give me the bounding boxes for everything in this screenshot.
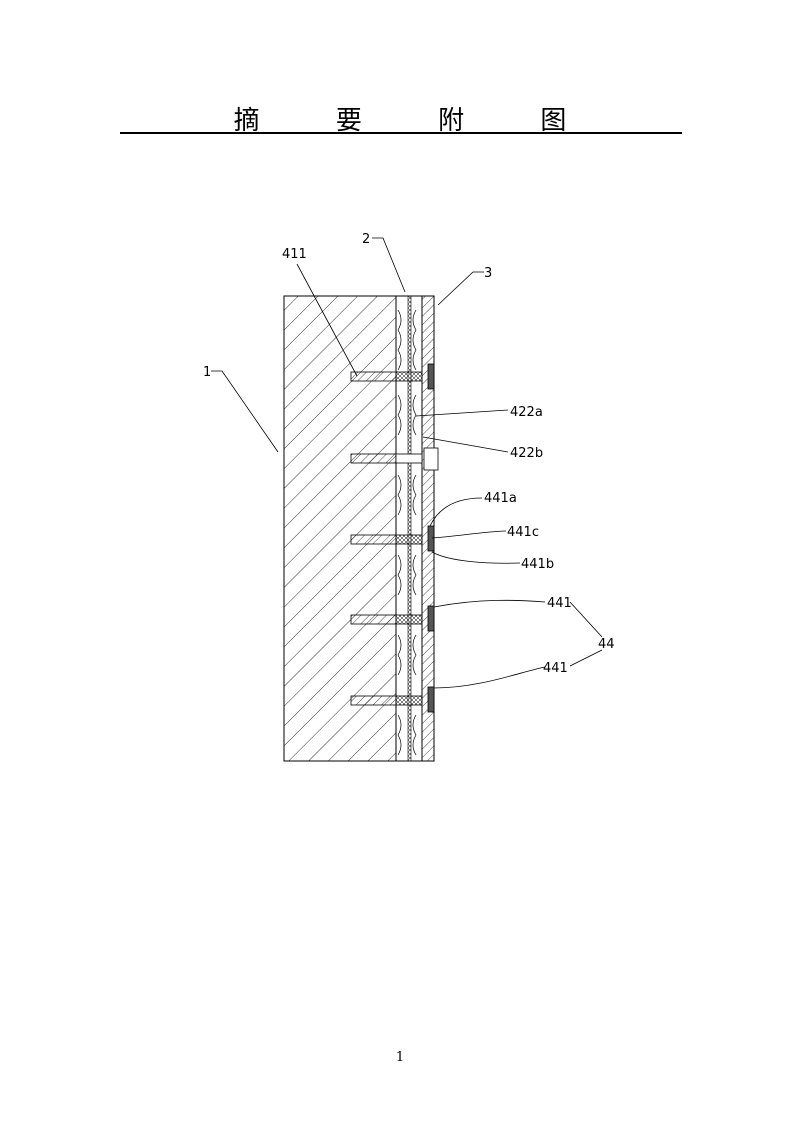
page-number: 1: [395, 1050, 405, 1065]
label-441a: 441a: [484, 491, 517, 506]
anchor-3: [350, 525, 435, 552]
anchor-2: [350, 447, 439, 471]
label-1: 1: [203, 365, 211, 380]
insulation-squiggles: [397, 309, 417, 756]
label-441-lower: 441: [543, 661, 568, 676]
anchor-1: [350, 363, 435, 390]
wall-body: [283, 295, 397, 762]
anchor-4: [350, 605, 435, 632]
label-3: 3: [484, 266, 492, 281]
label-2: 2: [362, 232, 370, 247]
label-44: 44: [598, 637, 615, 652]
label-422a: 422a: [510, 405, 543, 420]
label-411: 411: [282, 247, 307, 262]
anchor-5: [350, 686, 435, 713]
page-title: 摘 要 附 图: [233, 106, 601, 136]
label-441b: 441b: [521, 557, 554, 572]
leader-lines: [211, 237, 603, 689]
title-underline: [120, 132, 682, 134]
label-441c: 441c: [507, 525, 539, 540]
label-441-upper: 441: [547, 596, 572, 611]
label-422b: 422b: [510, 446, 543, 461]
